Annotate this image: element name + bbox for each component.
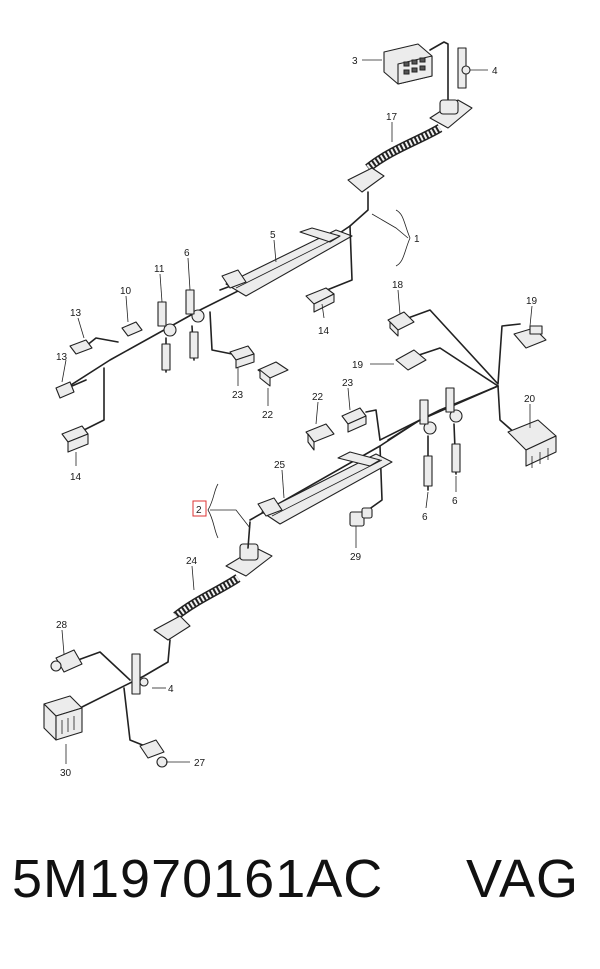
callout-23-mid: 23 [342, 378, 354, 389]
connector-20 [507, 419, 557, 468]
connector-19-left [395, 349, 427, 371]
callout-18: 18 [392, 280, 404, 291]
callout-24: 24 [186, 556, 198, 567]
callout-6-mid: 6 [422, 512, 428, 523]
callout-11: 11 [154, 264, 165, 275]
callout-14-upper: 14 [318, 326, 330, 337]
grommet-top [429, 99, 473, 129]
part-number: 5M1970161AC [12, 849, 384, 909]
connector-19-right [513, 325, 547, 349]
callout-20: 20 [524, 394, 536, 405]
callout-25: 25 [274, 460, 286, 471]
callout-14-lower: 14 [70, 472, 82, 483]
cable-tie-6-right [445, 387, 463, 475]
callout-19-left: 19 [352, 360, 364, 371]
caption: 5M1970161AC VAG [0, 848, 600, 938]
connector-23-mid [341, 407, 367, 433]
callout-6-right: 6 [452, 496, 458, 507]
callout-5: 5 [270, 230, 276, 241]
callout-30: 30 [60, 768, 72, 779]
connector-18 [387, 311, 415, 337]
plug-29 [349, 507, 373, 527]
connector-13-b [55, 381, 75, 399]
callout-2: 2 [196, 505, 202, 516]
connector-3 [383, 43, 433, 85]
connector-28 [50, 649, 83, 673]
connector-27 [139, 739, 168, 768]
clip-10 [121, 321, 143, 337]
callout-23-upper: 23 [232, 390, 244, 401]
callout-13-a: 13 [70, 308, 82, 319]
rail-5 [221, 227, 353, 297]
corrugated-tube-24 [173, 574, 241, 620]
callout-17: 17 [386, 112, 398, 123]
callout-3: 3 [352, 56, 358, 67]
cable-tie-6-upper [185, 289, 205, 361]
connector-30 [43, 695, 83, 741]
corrugated-tube-17 [365, 124, 443, 172]
callout-22-upper: 22 [262, 410, 274, 421]
callout-4-top: 4 [492, 66, 498, 77]
connector-23-upper [229, 345, 255, 369]
callout-28: 28 [56, 620, 68, 631]
connector-14-lower-left [61, 425, 89, 453]
connector-14-upper [305, 287, 335, 313]
wiring-harness-exploded-diagram: 3 4 17 1 5 6 11 10 13 13 14 23 22 14 18 … [43, 41, 557, 779]
bracket-4-top [457, 47, 471, 89]
callout-27: 27 [194, 758, 206, 769]
callout-4-lower: 4 [168, 684, 174, 695]
connector-22-upper [257, 361, 289, 387]
bracket-4-lower [131, 653, 149, 695]
grommet-lower [225, 543, 273, 577]
callout-10: 10 [120, 286, 132, 297]
callout-1: 1 [414, 234, 420, 245]
connector-22-mid [305, 423, 335, 451]
callout-22-mid: 22 [312, 392, 324, 403]
callout-6-upper: 6 [184, 248, 190, 259]
cable-tie-6-mid [419, 399, 437, 491]
cable-tie-11 [157, 301, 177, 373]
connector-13-a [69, 339, 93, 355]
callout-13-b: 13 [56, 352, 68, 363]
brand-name: VAG [466, 849, 580, 909]
callout-29: 29 [350, 552, 362, 563]
callout-19-right: 19 [526, 296, 538, 307]
rail-25 [257, 451, 393, 525]
leader-lines [61, 59, 533, 764]
